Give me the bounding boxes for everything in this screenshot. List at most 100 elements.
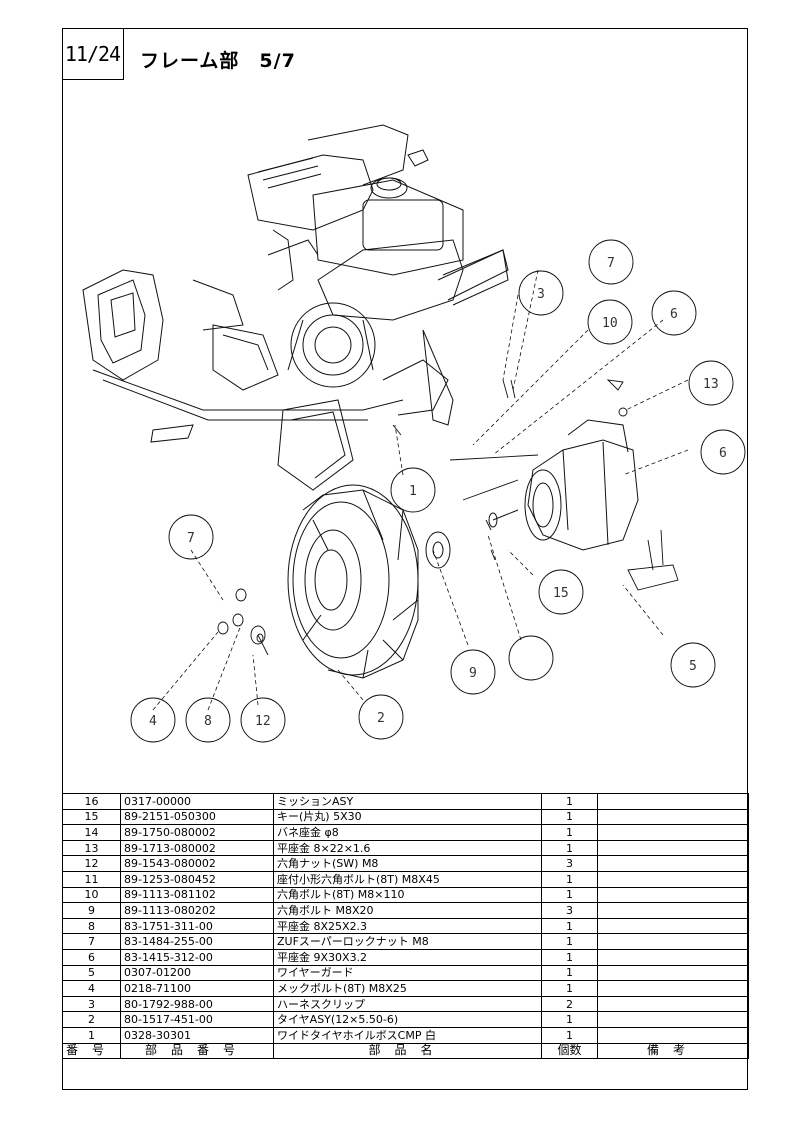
cell-qty: 1 xyxy=(541,980,598,997)
cell-remarks xyxy=(597,839,749,857)
header-name: 部品名 xyxy=(273,1042,542,1060)
svg-text:15: 15 xyxy=(553,586,569,601)
cell-name: 六角ボルト M8X20 xyxy=(273,902,542,919)
svg-text:13: 13 xyxy=(703,377,719,392)
callout-3 xyxy=(518,270,564,316)
cell-remarks xyxy=(597,948,749,966)
cell-part-no: 89-1713-080002 xyxy=(120,839,274,857)
header-no: 番号 xyxy=(62,1042,121,1060)
engine-illustration xyxy=(247,124,509,388)
cell-name: タイヤASY(12×5.50-6) xyxy=(273,1011,542,1028)
svg-text:7: 7 xyxy=(607,256,615,271)
cell-remarks xyxy=(597,980,749,997)
cell-no: 11 xyxy=(62,870,121,888)
cell-qty: 1 xyxy=(541,948,598,966)
cell-remarks xyxy=(597,995,749,1013)
cell-remarks xyxy=(597,886,749,904)
cell-part-no: 0218-71100 xyxy=(120,980,274,997)
cell-part-no: 83-1415-312-00 xyxy=(120,948,274,966)
cell-remarks xyxy=(597,964,749,982)
callout-7b xyxy=(588,239,634,285)
cell-qty: 1 xyxy=(541,824,598,841)
cell-remarks xyxy=(597,855,749,872)
callout-1 xyxy=(390,467,436,513)
cell-remarks xyxy=(597,870,749,888)
svg-text:1: 1 xyxy=(409,484,417,499)
cell-remarks xyxy=(597,917,749,935)
cell-remarks xyxy=(597,933,749,950)
cell-name: 座付小形六角ボルト(8T) M8X45 xyxy=(273,870,542,888)
page-title: フレーム部 5/7 xyxy=(140,50,296,72)
cell-name: キー(片丸) 5X30 xyxy=(273,808,542,826)
cell-no: 9 xyxy=(62,902,121,919)
cell-no: 13 xyxy=(62,839,121,857)
cell-qty: 1 xyxy=(541,886,598,904)
callout-7 xyxy=(168,514,214,560)
page-frame xyxy=(62,28,748,1090)
cell-qty: 1 xyxy=(541,870,598,888)
cell-no: 1 xyxy=(62,1026,121,1044)
cell-part-no: 0317-00000 xyxy=(120,793,274,810)
header-part-no: 部品番号 xyxy=(120,1042,274,1060)
cell-qty: 1 xyxy=(541,917,598,935)
cell-remarks xyxy=(597,1011,749,1028)
cell-no: 12 xyxy=(62,855,121,872)
cell-no: 10 xyxy=(62,886,121,904)
cell-qty: 1 xyxy=(541,1011,598,1028)
callout-6b xyxy=(700,429,746,475)
svg-text:12: 12 xyxy=(255,714,271,729)
callout-9 xyxy=(508,635,554,681)
leader-lines xyxy=(152,269,689,711)
frame-illustration xyxy=(82,249,509,491)
svg-text:6: 6 xyxy=(670,307,678,322)
wheel-illustration xyxy=(287,484,451,679)
cell-name: ミッションASY xyxy=(273,793,542,810)
cell-part-no: 80-1792-988-00 xyxy=(120,995,274,1013)
svg-text:3: 3 xyxy=(537,287,545,302)
cell-part-no: 0328-30301 xyxy=(120,1026,274,1044)
cell-part-no: 83-1484-255-00 xyxy=(120,933,274,950)
small-parts-illustration xyxy=(217,379,679,656)
cell-part-no: 89-2151-050300 xyxy=(120,808,274,826)
header-remarks: 備考 xyxy=(597,1042,749,1060)
cell-no: 3 xyxy=(62,995,121,1013)
cell-part-no: 89-1113-080202 xyxy=(120,902,274,919)
callout-15 xyxy=(538,569,584,615)
cell-name: 六角ナット(SW) M8 xyxy=(273,855,542,872)
cell-no: 15 xyxy=(62,808,121,826)
callout-circles: 1 2 3 4 5 6 6 7 7 8 9 10 12 13 15 xyxy=(130,239,746,743)
page-number: 11/24 xyxy=(62,28,124,80)
cell-no: 5 xyxy=(62,964,121,982)
cell-name: 平座金 8X25X2.3 xyxy=(273,917,542,935)
callout-2 xyxy=(358,694,404,740)
cell-remarks xyxy=(597,808,749,826)
cell-remarks xyxy=(597,793,749,810)
cell-part-no: 89-1253-080452 xyxy=(120,870,274,888)
cell-name: 平座金 8×22×1.6 xyxy=(273,839,542,857)
cell-no: 4 xyxy=(62,980,121,997)
cell-qty: 3 xyxy=(541,902,598,919)
callout-4 xyxy=(130,697,176,743)
svg-text:4: 4 xyxy=(149,714,157,729)
callout-8 xyxy=(185,697,231,743)
cell-remarks xyxy=(597,1026,749,1044)
svg-text:7: 7 xyxy=(187,531,195,546)
callout-12 xyxy=(240,697,286,743)
cell-part-no: 89-1543-080002 xyxy=(120,855,274,872)
cell-qty: 1 xyxy=(541,964,598,982)
cell-remarks xyxy=(597,902,749,919)
svg-text:10: 10 xyxy=(602,316,618,331)
cell-qty: 1 xyxy=(541,808,598,826)
